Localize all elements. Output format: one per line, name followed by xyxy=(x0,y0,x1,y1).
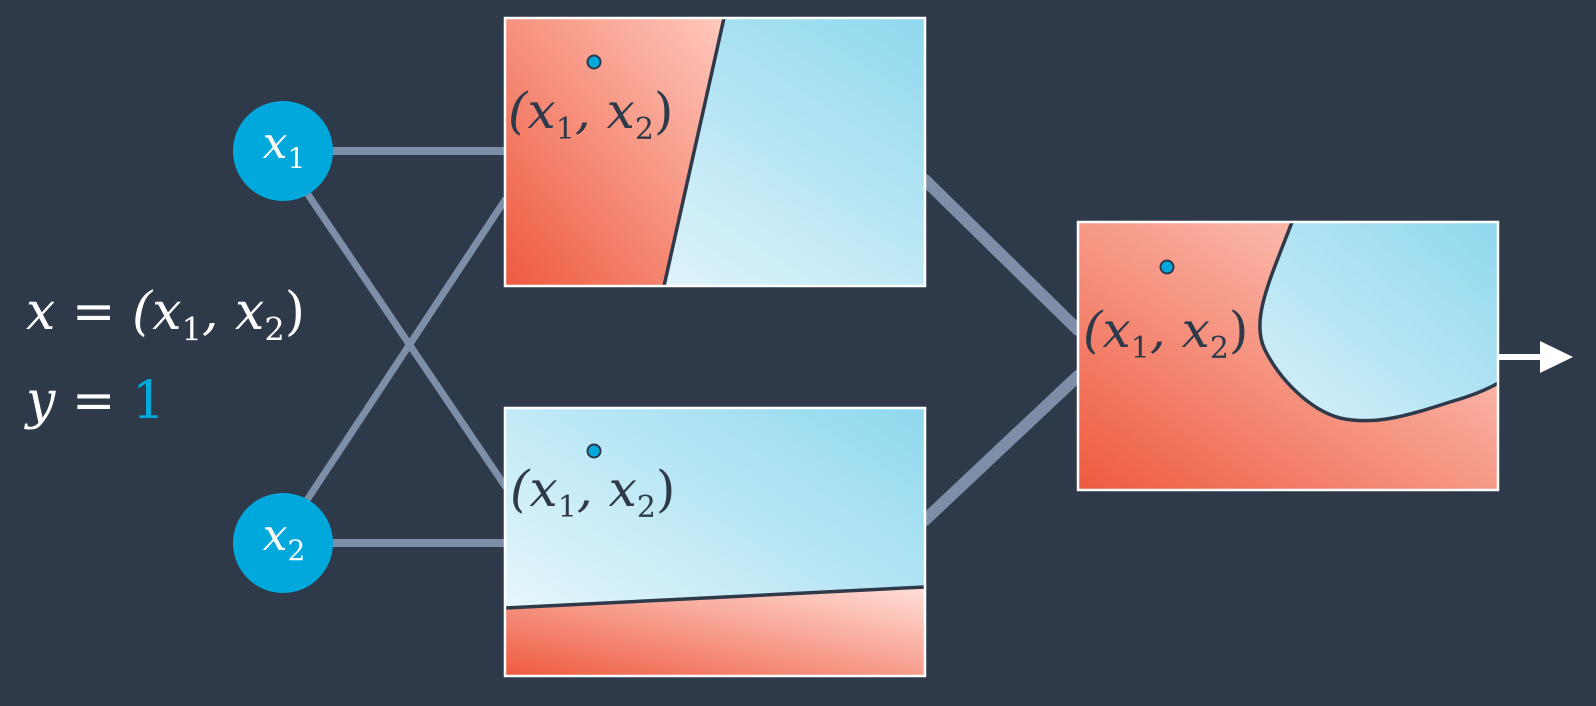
node-var: x xyxy=(262,118,288,169)
pt-sub1: 1 xyxy=(557,490,577,525)
decision-boundary-1 xyxy=(662,18,726,286)
pt-open: (x xyxy=(510,460,558,518)
y-value: 1 xyxy=(132,371,166,431)
x-close-text: ) xyxy=(284,282,305,342)
input-node-x2 xyxy=(233,493,333,593)
network-edges xyxy=(303,147,1084,547)
pt-sub1: 1 xyxy=(555,112,575,147)
input-node-x1 xyxy=(233,101,333,201)
output-arrow-icon xyxy=(1498,341,1573,373)
pt-sub2: 2 xyxy=(634,112,654,147)
output-unit-panel xyxy=(1076,220,1500,492)
pt-sub2: 2 xyxy=(636,490,656,525)
pt-close: ) xyxy=(1228,301,1249,359)
hidden-unit-1-panel xyxy=(503,16,927,288)
point-label-2: (x1, x2) xyxy=(510,464,675,523)
pt-open: (x xyxy=(1083,301,1131,359)
sample-point-1 xyxy=(586,54,602,70)
node-sub: 2 xyxy=(287,533,306,567)
x1-subscript: 1 xyxy=(181,310,202,349)
point-label-1: (x1, x2) xyxy=(508,86,673,145)
sample-point-2 xyxy=(586,443,602,459)
pt-sep: , x xyxy=(1149,301,1210,359)
y-eq-text: y = xyxy=(26,371,133,431)
label-definition: y = 1 xyxy=(26,375,165,427)
pt-close: ) xyxy=(653,82,674,140)
pt-sep: , x xyxy=(574,82,635,140)
x-eq-text: x = (x xyxy=(26,282,182,342)
node-sub: 1 xyxy=(287,141,306,175)
sample-point-3 xyxy=(1159,259,1175,275)
input-definition: x = (x1, x2) xyxy=(26,286,305,345)
x2-subscript: 2 xyxy=(264,310,285,349)
pt-open: (x xyxy=(508,82,556,140)
edge-hidden2-output xyxy=(919,370,1084,526)
pt-sep: , x xyxy=(576,460,637,518)
x-sep-text: , x xyxy=(201,282,265,342)
node-var: x xyxy=(262,510,288,561)
point-label-3: (x1, x2) xyxy=(1083,305,1248,364)
edge-hidden1-output xyxy=(919,174,1084,336)
pt-sub2: 2 xyxy=(1209,331,1229,366)
input-node-x2-label: x2 xyxy=(248,514,320,565)
pt-sub1: 1 xyxy=(1130,331,1150,366)
decision-boundary-output xyxy=(1258,222,1498,423)
hidden-unit-2-panel xyxy=(503,406,927,678)
edge-x2-hidden1 xyxy=(303,196,509,504)
input-node-x1-label: x1 xyxy=(248,122,320,173)
decision-boundary-2 xyxy=(505,585,925,610)
pt-close: ) xyxy=(655,460,676,518)
edge-x1-hidden2 xyxy=(303,189,509,490)
